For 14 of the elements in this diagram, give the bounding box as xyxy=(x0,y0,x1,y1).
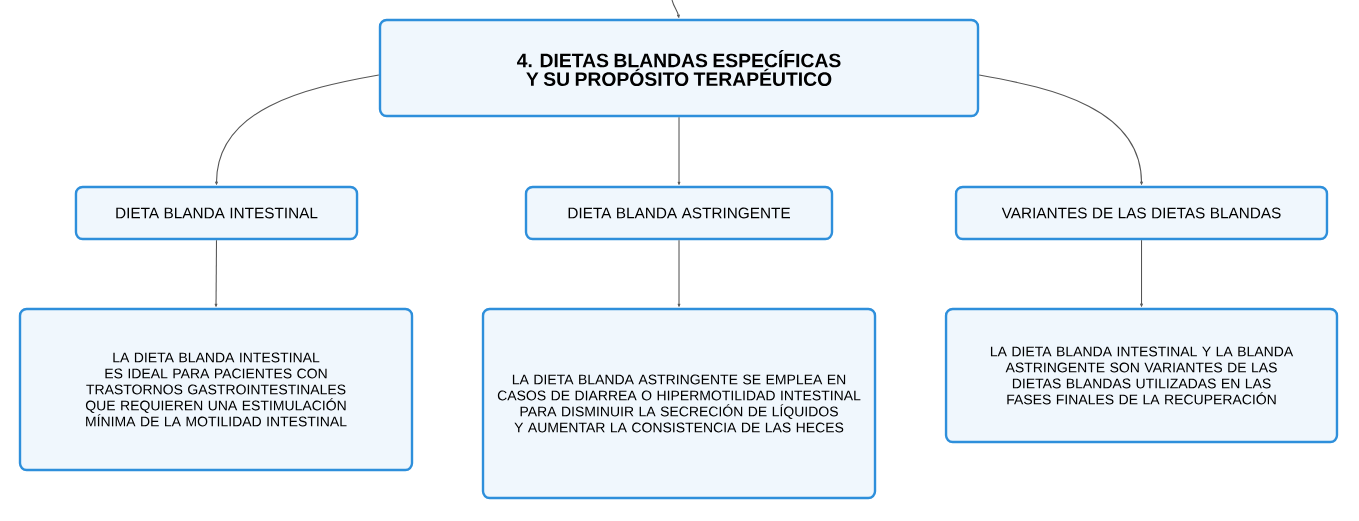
arrow xyxy=(1140,239,1143,307)
subtopic-box: DIETA BLANDA INTESTINAL xyxy=(74,185,359,241)
description-box: LA DIETA BLANDA INTESTINAL ES IDEAL PARA PACIENTES CON TRASTORNOS GASTROINTESTINALES QUE REQUIEREN UNA ESTIMULACIÓN MÍNIMA DE LA MOTILIDAD INTESTINAL xyxy=(18,307,414,472)
arrow xyxy=(671,0,680,18)
arrow xyxy=(214,239,218,307)
description-box: LA DIETA BLANDA ASTRINGENTE SE EMPLEA EN CASOS DE DIARREA O HIPERMOTILIDAD INTESTINAL PARA DISMINUIR LA SECRECIÓN DE LÍQUIDOS Y AUMENTAR LA CONSISTENCIA DE LAS HECES xyxy=(481,307,877,500)
description-box: LA DIETA BLANDA INTESTINAL Y LA BLANDA ASTRINGENTE SON VARIANTES DE LAS DIETAS BLANDAS UTILIZADAS EN LAS FASES FINALES DE LA RECUPERACIÓN xyxy=(944,307,1339,444)
arrow xyxy=(677,239,681,307)
arrow xyxy=(215,74,380,185)
subtopic-box: VARIANTES DE LAS DIETAS BLANDAS xyxy=(954,185,1329,241)
subtopic-box: DIETA BLANDA ASTRINGENTE xyxy=(524,185,834,241)
arrow xyxy=(978,74,1143,185)
arrow xyxy=(677,116,681,185)
topic-box: 4. DIETAS BLANDAS ESPECÍFICAS Y SU PROPÓSITO TERAPÉUTICO xyxy=(378,18,980,118)
